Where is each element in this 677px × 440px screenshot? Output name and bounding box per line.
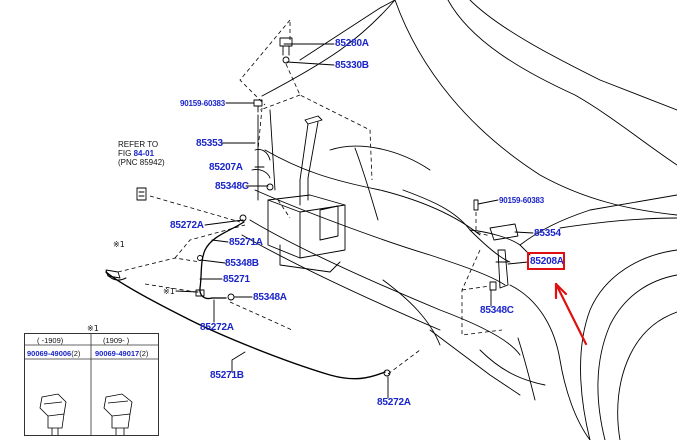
label-85271B[interactable]: 85271B: [210, 370, 244, 381]
clip-mark-b: ※1: [163, 287, 175, 296]
label-85208A[interactable]: 85208A: [530, 256, 564, 267]
table-col1-header: ( -1909): [37, 336, 64, 345]
label-85271[interactable]: 85271: [223, 274, 250, 285]
table-col2-qty: (2): [139, 349, 149, 358]
label-85207A[interactable]: 85207A: [209, 162, 243, 173]
label-85280A[interactable]: 85280A: [335, 38, 369, 49]
refer-line-2: FIG 84-01: [118, 149, 165, 158]
table-col2-header: (1909- ): [103, 336, 130, 345]
refer-line-1: REFER TO: [118, 140, 159, 149]
label-85354[interactable]: 85354: [534, 228, 561, 239]
label-85272A-top[interactable]: 85272A: [170, 220, 204, 231]
label-85272A-mid[interactable]: 85272A: [200, 322, 234, 333]
label-85353[interactable]: 85353: [196, 138, 223, 149]
table-grid: [24, 333, 159, 436]
refer-fig-link[interactable]: 84-01: [133, 149, 155, 158]
clip-new-icon: [103, 389, 143, 434]
highlight-box: [527, 252, 565, 270]
label-85272A-bottom[interactable]: 85272A: [377, 397, 411, 408]
label-85348A[interactable]: 85348A: [253, 292, 287, 303]
clip-mark-a: ※1: [113, 240, 125, 249]
table-col1-qty: (2): [71, 349, 81, 358]
label-85348B[interactable]: 85348B: [225, 258, 259, 269]
label-85348C-right[interactable]: 85348C: [480, 305, 514, 316]
label-90159-60383-right[interactable]: 90159-60383: [499, 196, 544, 205]
clip-old-icon: [37, 389, 77, 434]
refer-line-3: (PNC 85942): [118, 158, 165, 167]
label-85271A[interactable]: 85271A: [229, 237, 263, 248]
label-85330B[interactable]: 85330B: [335, 60, 369, 71]
table-mark: ※1: [87, 324, 99, 333]
label-85348C-top[interactable]: 85348C: [215, 181, 249, 192]
table-col1-part[interactable]: 90069-49006(2): [27, 349, 80, 358]
table-col2-part-number[interactable]: 90069-49017: [95, 349, 140, 358]
refer-fig-prefix: FIG: [118, 149, 134, 158]
label-90159-60383-left[interactable]: 90159-60383: [180, 99, 225, 108]
table-col1-part-number[interactable]: 90069-49006: [27, 349, 72, 358]
table-col2-part[interactable]: 90069-49017(2): [95, 349, 148, 358]
refer-note: REFER TO FIG 84-01 (PNC 85942): [118, 140, 165, 167]
clip-table: ( -1909) (1909- ) 90069-49006(2) 90069-4…: [24, 333, 159, 436]
